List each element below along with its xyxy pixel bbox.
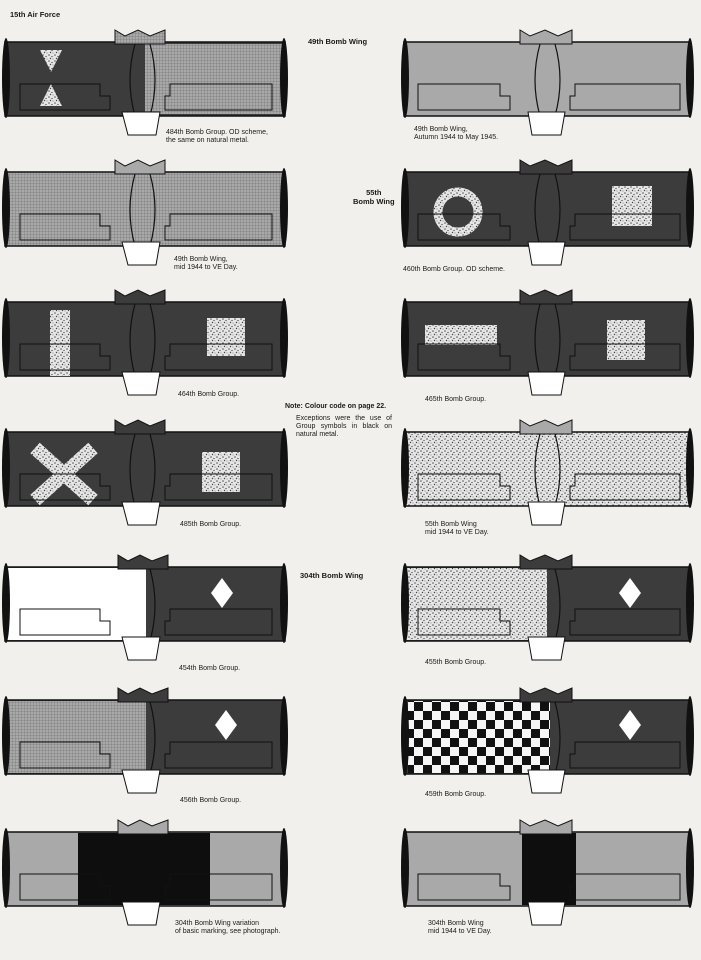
caption-485th: 485th Bomb Group. <box>180 521 242 528</box>
note-body: Exceptions were the use of Group symbols… <box>296 415 392 438</box>
wing-460th <box>401 159 694 266</box>
caption-456th: 456th Bomb Group. <box>180 797 242 804</box>
wing-49th-autumn <box>401 29 694 136</box>
wing-484th <box>2 29 288 136</box>
wing-464th <box>2 289 288 396</box>
heading-304th-bomb-wing: 304th Bomb Wing <box>300 571 364 580</box>
wing-304th-mid1944 <box>401 819 694 926</box>
caption-460th: 460th Bomb Group. OD scheme. <box>403 266 505 273</box>
wing-454th <box>2 554 288 661</box>
wing-55th <box>401 419 694 526</box>
caption-464th: 464th Bomb Group. <box>178 391 240 398</box>
page-title: 15th Air Force <box>10 10 61 19</box>
wing-485th <box>2 419 288 526</box>
wing-455th <box>401 554 694 661</box>
caption-49th-mid1944: 49th Bomb Wing,mid 1944 to VE Day. <box>174 256 238 271</box>
note-title: Note: Colour code on page 22. <box>285 403 387 410</box>
caption-484th: 484th Bomb Group. OD scheme,the same on … <box>166 129 268 144</box>
wing-459th <box>401 687 694 794</box>
wing-456th <box>2 687 288 794</box>
heading-49th-bomb-wing: 49th Bomb Wing <box>308 37 368 46</box>
caption-459th: 459th Bomb Group. <box>425 791 487 798</box>
caption-465th: 465th Bomb Group. <box>425 396 487 403</box>
wing-304th-variation <box>2 819 288 926</box>
caption-49th-autumn: 49th Bomb Wing,Autumn 1944 to May 1945. <box>414 126 499 141</box>
caption-454th: 454th Bomb Group. <box>179 665 241 672</box>
wing-49th-mid1944 <box>2 159 288 266</box>
wing-465th <box>401 289 694 396</box>
heading-55th-bomb-wing: 55th Bomb Wing <box>353 188 395 206</box>
caption-455th: 455th Bomb Group. <box>425 659 487 666</box>
